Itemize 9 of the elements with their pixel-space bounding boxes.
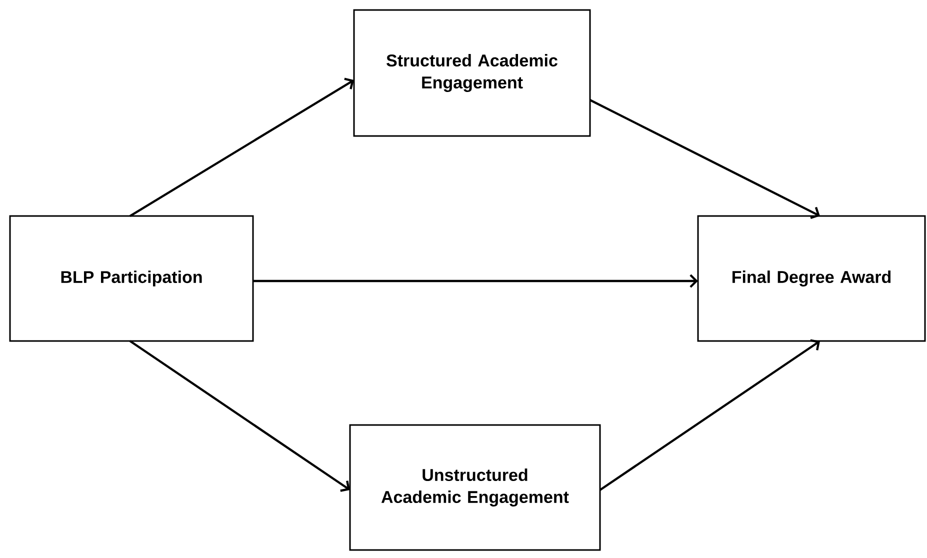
arrow: [253, 274, 698, 288]
process-box: Unstructured Academic Engagement: [349, 424, 601, 551]
arrow: [599, 339, 820, 491]
process-box: Structured Academic Engagement: [353, 9, 591, 137]
arrow: [129, 78, 354, 217]
process-box: Final Degree Award: [697, 215, 926, 342]
arrow: [590, 99, 820, 219]
arrow: [129, 340, 350, 492]
process-box: BLP Participation: [9, 215, 254, 342]
